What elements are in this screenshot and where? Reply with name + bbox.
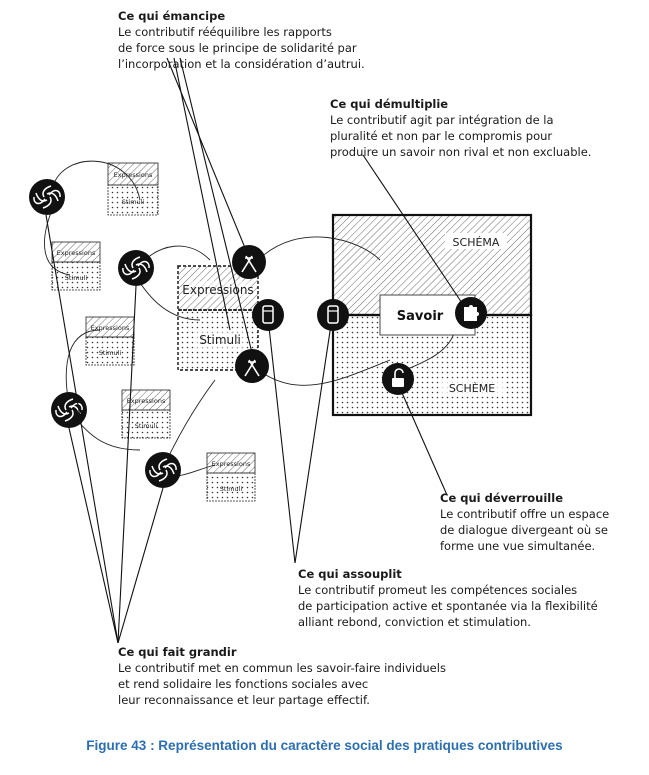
small-box-5-bottom: Stimuli <box>220 485 243 493</box>
small-box-1-top: Expressions <box>114 171 153 179</box>
small-box-3-top: Expressions <box>91 324 130 332</box>
note-title: Ce qui déverrouille <box>440 491 563 505</box>
note-line: Le contributif promeut les compétences s… <box>298 583 578 597</box>
bottle-icon <box>317 299 349 331</box>
note-title: Ce qui émancipe <box>118 9 226 23</box>
note-emancipe: Ce qui émancipe Le contributif rééquilib… <box>118 8 365 72</box>
central-box-top: Expressions <box>182 283 253 297</box>
note-line: Le contributif agit par intégration de l… <box>330 113 554 127</box>
note-title: Ce qui fait grandir <box>118 645 237 659</box>
small-box-2-top: Expressions <box>57 249 96 257</box>
figure-caption: Figure 43 : Représentation du caractère … <box>86 738 563 753</box>
bottle-icon <box>252 299 284 331</box>
schema-label: SCHÉMA <box>453 236 500 249</box>
scheme-label: SCHÈME <box>449 382 495 395</box>
note-title: Ce qui assouplit <box>298 567 402 581</box>
note-deverrouille: Ce qui déverrouille Le contributif offre… <box>440 490 609 554</box>
note-line: de participation active et spontanée via… <box>298 599 598 613</box>
note-line: l’incorporation et la considération d’au… <box>118 57 365 71</box>
small-box-4-bottom: Stimuli <box>135 422 158 430</box>
note-assouplit: Ce qui assouplit Le contributif promeut … <box>298 566 598 630</box>
note-line: Le contributif rééquilibre les rapports <box>118 25 332 39</box>
note-line: Le contributif met en commun les savoir-… <box>118 661 446 675</box>
note-line: pluralité et non par le compromis pour <box>330 129 553 143</box>
small-box-1-bottom: Stimuli <box>122 198 145 206</box>
central-box-bottom: Stimuli <box>199 333 241 347</box>
savoir-label: Savoir <box>397 309 444 324</box>
note-title: Ce qui démultiplie <box>330 97 449 111</box>
small-box-5-top: Expressions <box>212 460 251 468</box>
small-box-3-bottom: Stimuli <box>99 349 122 357</box>
note-line: et rend solidaire les fonctions sociales… <box>118 677 369 691</box>
note-line: forme une vue simultanée. <box>440 539 596 553</box>
note-line: Le contributif offre un espace <box>440 507 610 521</box>
note-line: de force sous le principe de solidarité … <box>118 41 357 55</box>
note-line: de dialogue divergeant où se <box>440 523 608 537</box>
note-fait-grandir: Ce qui fait grandir Le contributif met e… <box>118 644 446 708</box>
small-box-2-bottom: Stimuli <box>65 274 88 282</box>
note-demultiplie: Ce qui démultiplie Le contributif agit p… <box>330 96 591 160</box>
small-box-4-top: Expressions <box>127 397 166 405</box>
note-line: alliant rebond, conviction et stimulatio… <box>298 615 531 629</box>
note-line: produire un savoir non rival et non excl… <box>330 145 592 159</box>
note-line: leur reconnaissance et leur partage effe… <box>118 693 370 707</box>
savoir-box: SCHÉMA SCHÈME Savoir <box>331 213 533 417</box>
